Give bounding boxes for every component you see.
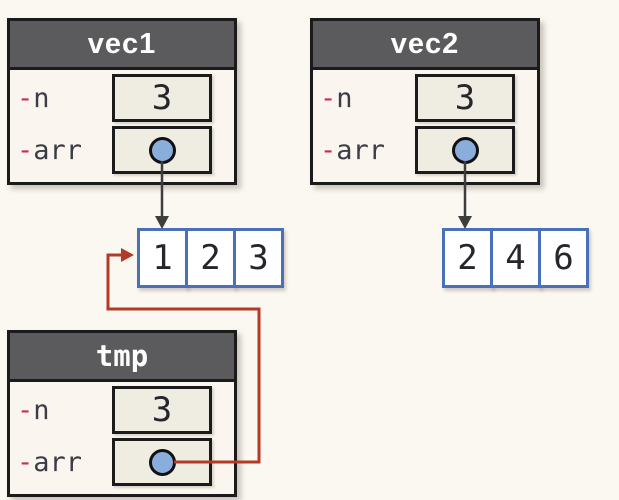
field-row-vec1-arr: -arr <box>17 126 212 174</box>
field-name: n <box>336 82 353 114</box>
struct-body-tmp: -n 3 -arr <box>10 382 234 494</box>
field-row-vec2-arr: -arr <box>320 126 515 174</box>
array-vec2-data: 2 4 6 <box>442 228 589 288</box>
field-name: arr <box>33 134 83 166</box>
field-label-vec2-n: -n <box>320 83 353 114</box>
field-row-tmp-arr: -arr <box>17 438 212 486</box>
visibility-minus: - <box>320 134 337 166</box>
value-box-tmp-n: 3 <box>112 386 212 434</box>
value-box-vec2-n: 3 <box>415 74 515 122</box>
pointer-dot <box>148 448 176 476</box>
value-box-tmp-arr <box>112 438 212 486</box>
field-row-vec1-n: -n 3 <box>17 74 212 122</box>
array-cell: 4 <box>490 228 541 288</box>
struct-box-tmp: tmp -n 3 -arr <box>7 330 237 497</box>
field-name: arr <box>336 134 386 166</box>
struct-title-vec2: vec2 <box>313 21 537 70</box>
field-label-tmp-n: -n <box>17 395 50 426</box>
array-cell: 2 <box>185 228 236 288</box>
struct-title-tmp: tmp <box>10 333 234 382</box>
value-box-vec2-arr <box>415 126 515 174</box>
struct-box-vec2: vec2 -n 3 -arr <box>310 18 540 185</box>
pointer-dot <box>451 136 479 164</box>
pointer-dot <box>148 136 176 164</box>
field-name: arr <box>33 446 83 478</box>
visibility-minus: - <box>17 82 34 114</box>
field-value: 3 <box>151 78 173 118</box>
field-label-tmp-arr: -arr <box>17 447 82 478</box>
struct-title-vec1: vec1 <box>10 21 234 70</box>
field-label-vec2-arr: -arr <box>320 135 385 166</box>
array-cell: 3 <box>233 228 284 288</box>
array-cell: 2 <box>442 228 493 288</box>
visibility-minus: - <box>17 134 34 166</box>
field-label-vec1-arr: -arr <box>17 135 82 166</box>
array-cell: 1 <box>137 228 188 288</box>
field-row-tmp-n: -n 3 <box>17 386 212 434</box>
array-vec1-data: 1 2 3 <box>137 228 284 288</box>
field-row-vec2-n: -n 3 <box>320 74 515 122</box>
value-box-vec1-n: 3 <box>112 74 212 122</box>
field-name: n <box>33 82 50 114</box>
visibility-minus: - <box>320 82 337 114</box>
field-name: n <box>33 394 50 426</box>
field-value: 3 <box>151 390 173 430</box>
value-box-vec1-arr <box>112 126 212 174</box>
visibility-minus: - <box>17 394 34 426</box>
visibility-minus: - <box>17 446 34 478</box>
field-value: 3 <box>454 78 476 118</box>
struct-box-vec1: vec1 -n 3 -arr <box>7 18 237 185</box>
array-cell: 6 <box>538 228 589 288</box>
field-label-vec1-n: -n <box>17 83 50 114</box>
struct-body-vec1: -n 3 -arr <box>10 70 234 182</box>
struct-body-vec2: -n 3 -arr <box>313 70 537 182</box>
